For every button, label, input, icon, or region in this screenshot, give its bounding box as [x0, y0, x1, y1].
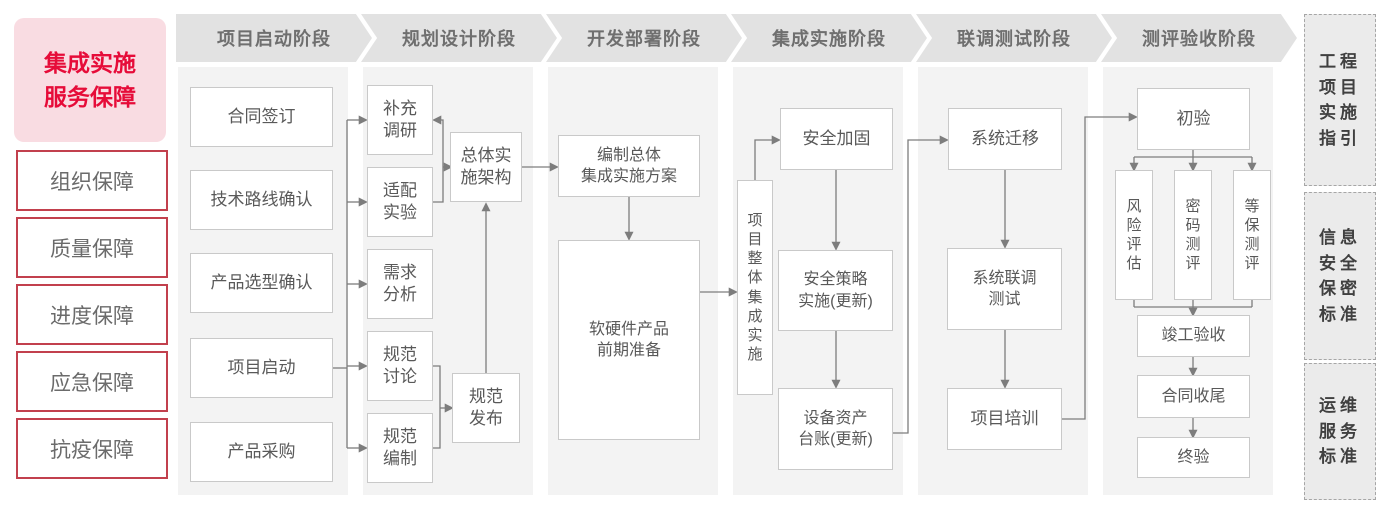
node-product-preparation: 软硬件产品 前期准备 [558, 240, 700, 440]
sidebar-item-emergency-guarantee: 应急保障 [16, 351, 168, 412]
sidebar-item-organization-guarantee: 组织保障 [16, 150, 168, 211]
node-product-procurement: 产品采购 [190, 422, 333, 482]
node-tech-route-confirm: 技术路线确认 [190, 170, 333, 230]
phase-header-project-kickoff: 项目启动阶段 [176, 14, 372, 62]
phase-header-dev-deployment: 开发部署阶段 [546, 14, 742, 62]
node-overall-integration: 项 目 整 体 集 成 实 施 [737, 180, 773, 395]
node-initial-acceptance: 初验 [1137, 88, 1250, 150]
node-system-migration: 系统迁移 [948, 108, 1062, 170]
phase-header-integration: 集成实施阶段 [731, 14, 927, 62]
node-security-policy: 安全策略 实施(更新) [778, 250, 893, 331]
node-spec-discussion: 规范 讨论 [367, 331, 433, 401]
node-completion-acceptance: 竣工验收 [1137, 315, 1250, 357]
node-asset-ledger: 设备资产 台账(更新) [778, 388, 893, 470]
node-security-hardening: 安全加固 [780, 108, 893, 170]
node-spec-release: 规范 发布 [452, 373, 520, 443]
node-contract-closure: 合同收尾 [1137, 375, 1250, 418]
node-overall-architecture: 总体实 施架构 [450, 132, 522, 202]
phase-header-evaluation: 测评验收阶段 [1101, 14, 1297, 62]
node-crypto-evaluation: 密 码 测 评 [1174, 170, 1212, 300]
node-product-selection: 产品选型确认 [190, 253, 333, 313]
node-joint-testing: 系统联调 测试 [947, 248, 1062, 330]
sidebar-title-integration-service-guarantee: 集成实施 服务保障 [14, 18, 166, 142]
sidebar-item-schedule-guarantee: 进度保障 [16, 284, 168, 345]
node-contract-signing: 合同签订 [190, 87, 333, 147]
sidebar-item-epidemic-guarantee: 抗疫保障 [16, 418, 168, 479]
node-mlps-evaluation: 等 保 测 评 [1233, 170, 1271, 300]
ref-box-ops-service-standard: 运维 服务 标准 [1304, 363, 1376, 500]
node-final-acceptance: 终验 [1137, 437, 1250, 478]
ref-box-infosec-confidentiality-standard: 信息 安全 保密 标准 [1304, 192, 1376, 360]
sidebar-item-quality-guarantee: 质量保障 [16, 217, 168, 278]
node-spec-compilation: 规范 编制 [367, 413, 433, 483]
phase-header-joint-testing: 联调测试阶段 [916, 14, 1112, 62]
node-project-training: 项目培训 [947, 388, 1062, 450]
node-adaptation-experiment: 适配 实验 [367, 167, 433, 237]
node-project-kickoff: 项目启动 [190, 338, 333, 398]
phase-header-planning-design: 规划设计阶段 [361, 14, 557, 62]
ref-box-engineering-implementation-guide: 工程 项目 实施 指引 [1304, 14, 1376, 186]
node-risk-assessment: 风 险 评 估 [1115, 170, 1153, 300]
node-requirement-analysis: 需求 分析 [367, 249, 433, 319]
node-supplementary-research: 补充 调研 [367, 85, 433, 155]
node-compile-integration-plan: 编制总体 集成实施方案 [558, 135, 700, 197]
